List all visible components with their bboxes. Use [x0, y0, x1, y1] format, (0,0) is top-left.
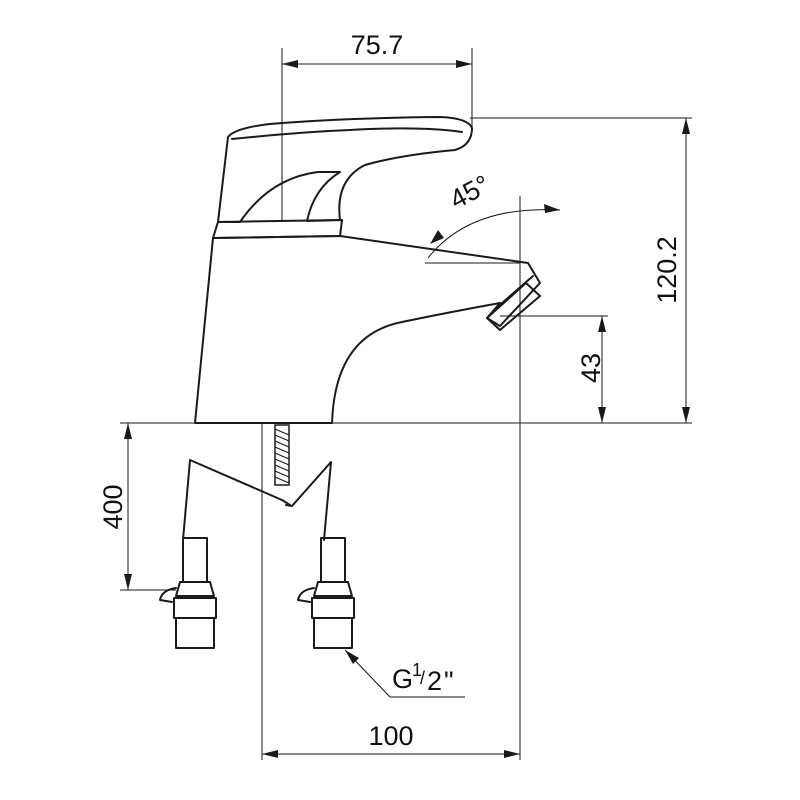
dimension-spout-height: 43 — [500, 315, 608, 423]
faucet-body-outline — [194, 235, 541, 424]
right-connector-nut — [311, 597, 355, 619]
thread-numerator: 1 — [412, 660, 422, 680]
left-connector-clip — [159, 587, 177, 603]
aerator-ring — [492, 275, 534, 312]
right-connector-fitting — [313, 617, 353, 649]
left-connector-collar — [175, 581, 215, 597]
dimension-handle-width: 75.7 — [281, 30, 473, 222]
thread-denominator: 2 — [427, 666, 442, 696]
hose-length-label: 400 — [98, 484, 128, 529]
total-height-label: 120.2 — [652, 236, 682, 304]
threaded-mounting-rod — [274, 424, 290, 486]
right-hose — [285, 461, 332, 541]
right-hose-connector — [297, 537, 355, 649]
left-connector-fitting — [175, 617, 215, 649]
left-hose — [182, 459, 291, 541]
spout-height-label: 43 — [576, 353, 606, 383]
spout-reach-label: 100 — [368, 721, 413, 751]
dimension-total-height: 120.2 — [470, 117, 692, 423]
thread-prefix: G — [392, 664, 413, 694]
left-hose-connector — [159, 537, 217, 649]
left-connector-nut — [173, 597, 217, 619]
thread-suffix: " — [444, 666, 454, 696]
lever-angle-label: 45° — [445, 169, 495, 215]
right-connector-collar — [313, 581, 353, 597]
thread-callout: G 1 / 2 " — [344, 649, 465, 698]
dimension-hose-length: 400 — [98, 422, 195, 591]
handle-top-edge — [231, 127, 463, 140]
handle-width-label: 75.7 — [351, 30, 404, 60]
handle-lever-outline — [217, 116, 473, 223]
lever-handle — [212, 116, 473, 239]
dimension-spout-reach: 100 — [261, 423, 521, 760]
rod-thread-hatching — [274, 428, 290, 484]
thread-fraction-slash: / — [420, 668, 425, 688]
right-connector-sleeve — [320, 537, 346, 583]
handle-base-ring — [212, 219, 343, 239]
left-connector-sleeve — [182, 537, 208, 583]
faucet-body — [194, 235, 541, 424]
right-connector-clip — [297, 587, 315, 603]
